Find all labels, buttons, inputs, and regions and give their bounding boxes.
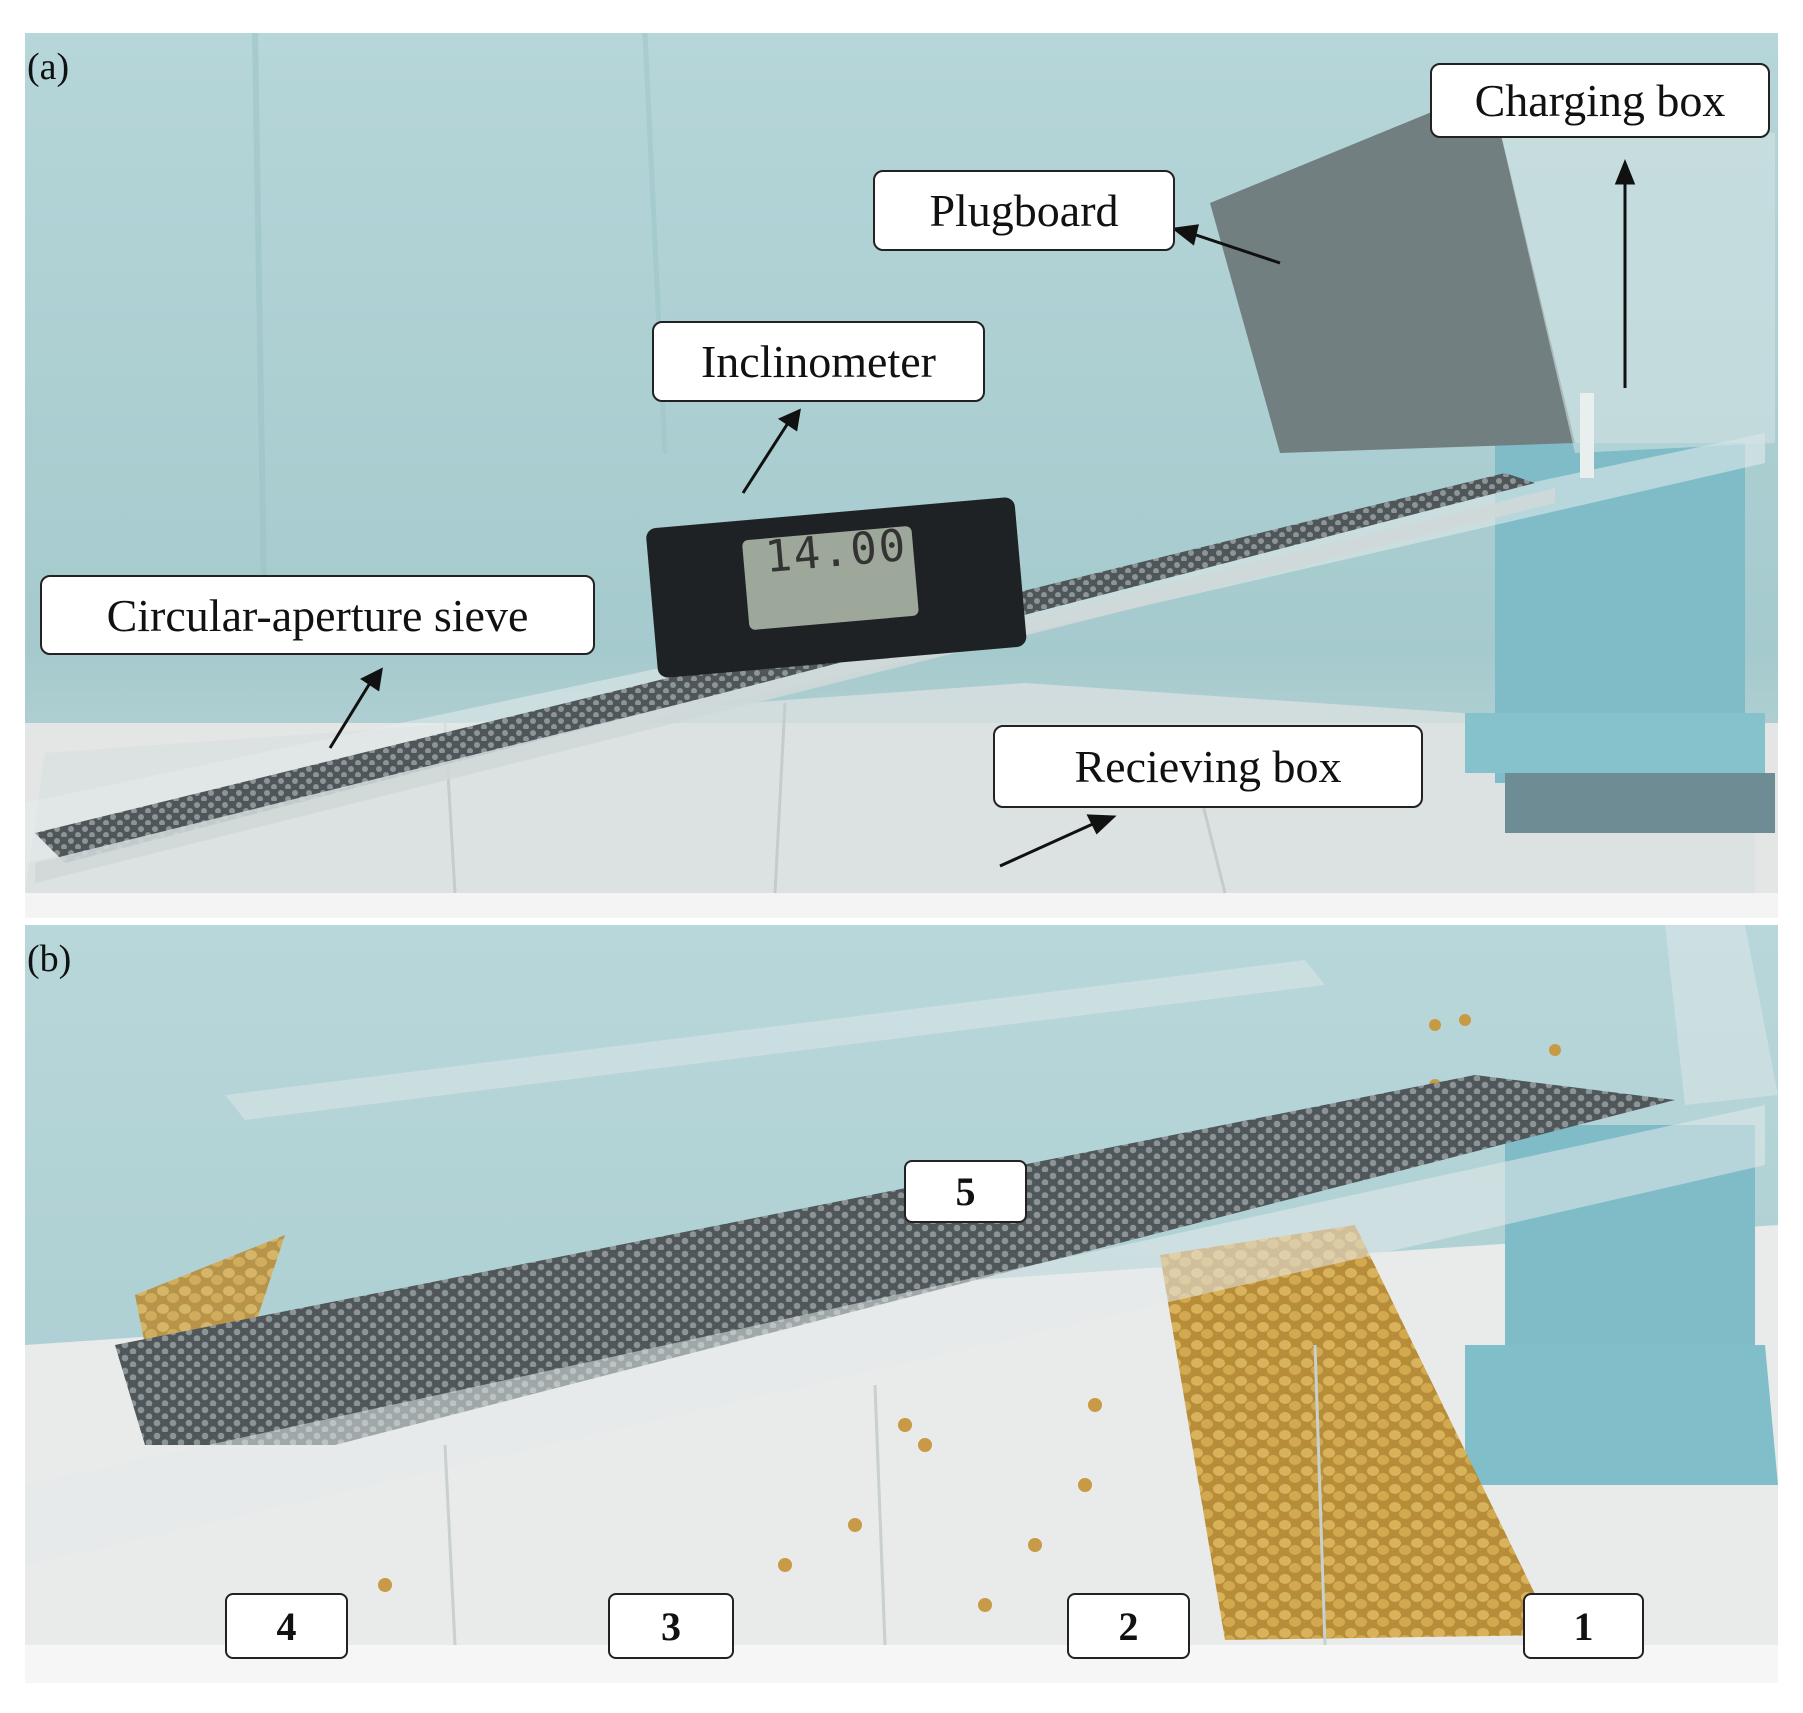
panel-b: (b) 5 4 3 2 1	[25, 925, 1778, 1683]
region-label-1: 1	[1523, 1593, 1644, 1659]
panel-b-letter: (b)	[27, 938, 72, 980]
receiving-box-label: Recieving box	[993, 725, 1423, 808]
region-label-3: 3	[608, 1593, 734, 1659]
panel-a: (a) 14.00 Charging box Plugboard Inclino…	[25, 33, 1778, 918]
panel-a-letter: (a)	[27, 46, 70, 88]
region-label-5: 5	[904, 1160, 1027, 1223]
inclinometer-label: Inclinometer	[652, 321, 985, 402]
region-label-4: 4	[225, 1593, 348, 1659]
region-label-2: 2	[1067, 1593, 1190, 1659]
panel-a-photo	[25, 33, 1778, 918]
sieve-label: Circular-aperture sieve	[40, 575, 595, 655]
plugboard-label: Plugboard	[873, 170, 1175, 251]
charging-box-label: Charging box	[1430, 63, 1770, 138]
panel-b-photo	[25, 925, 1778, 1683]
